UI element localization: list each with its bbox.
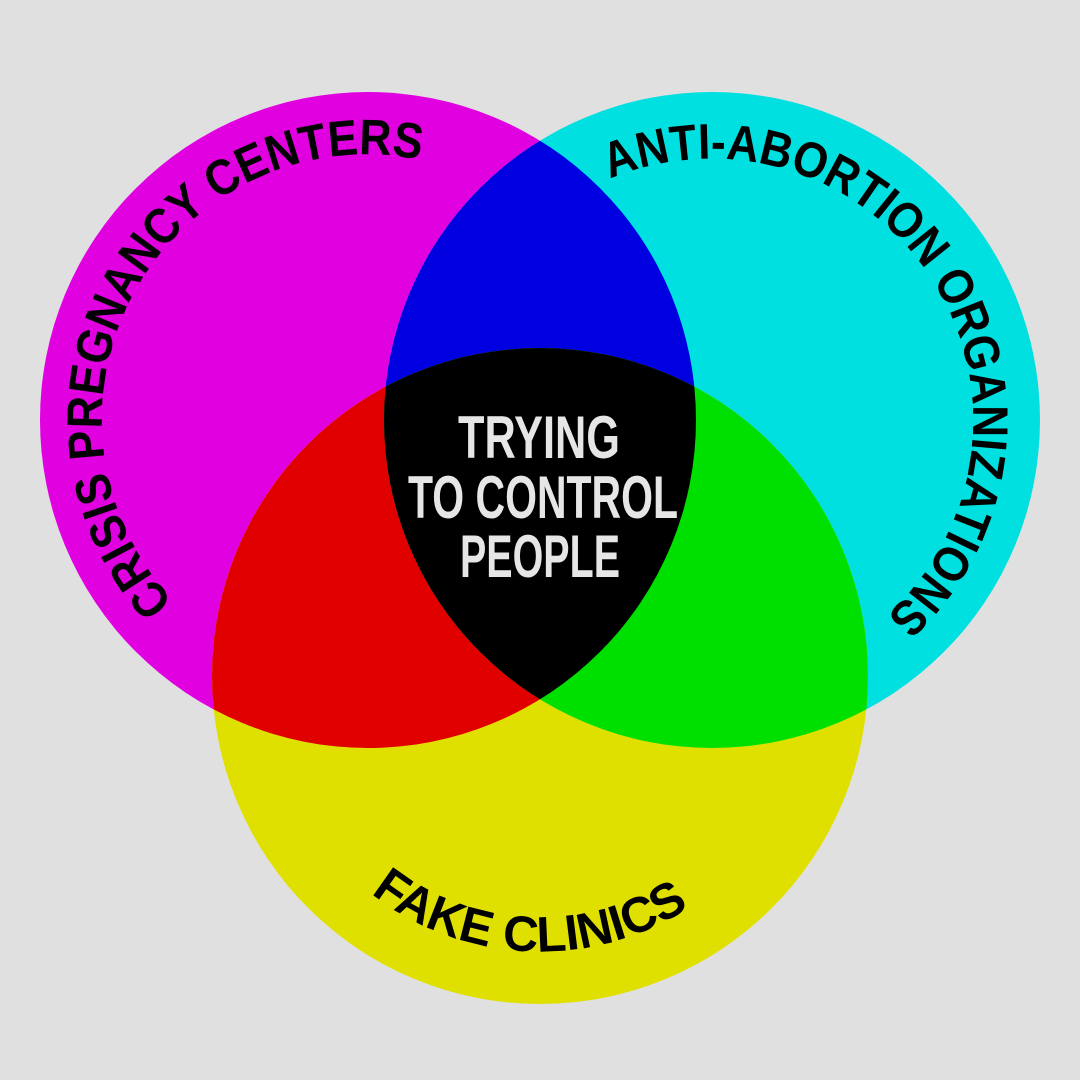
center-line-2: TO CONTROL [408, 464, 678, 531]
center-line-1: TRYING [458, 404, 620, 471]
overlap-all [384, 348, 696, 748]
center-line-3: PEOPLE [460, 523, 620, 590]
